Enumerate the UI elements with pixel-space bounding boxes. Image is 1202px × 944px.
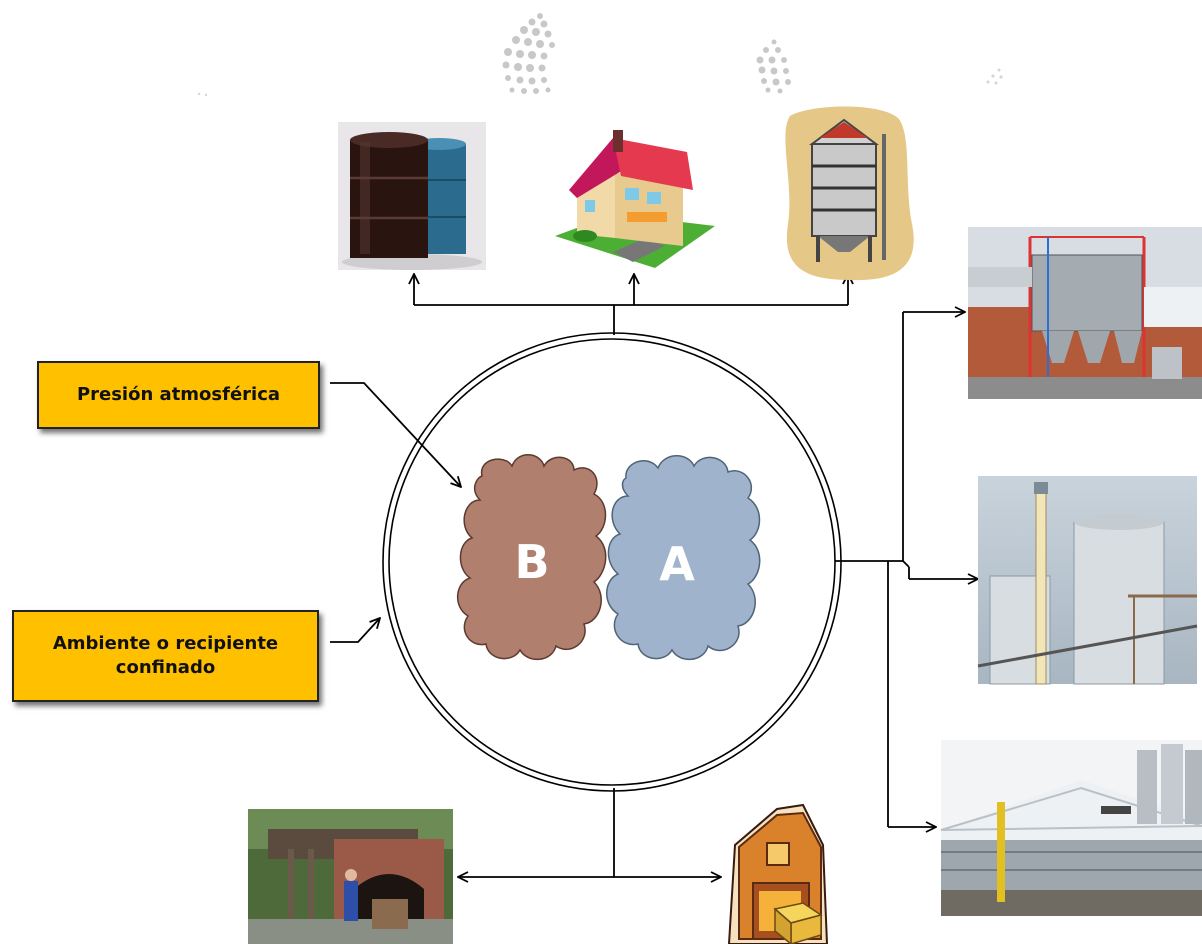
barn-icon — [727, 803, 829, 944]
silo-icon — [785, 106, 914, 281]
confined-environment-text: Ambiente o recipiente confinado — [52, 632, 279, 678]
industrial-silos-icon — [977, 476, 1198, 685]
warehouse-icon — [940, 740, 1202, 916]
cloud-a: A — [606, 455, 761, 660]
atmospheric-pressure-text: Presión atmosférica — [76, 383, 281, 405]
confined-environment-label: Ambiente o recipiente confinado — [12, 610, 319, 702]
cloud-a-letter: A — [659, 537, 695, 591]
confinement-circle — [382, 332, 842, 792]
mine-tunnel-icon — [248, 809, 453, 944]
atmospheric-pressure-label: Presión atmosférica — [37, 361, 320, 429]
cloud-b: B — [457, 454, 607, 660]
dust-collector-icon — [968, 227, 1202, 399]
cloud-b-letter: B — [514, 535, 549, 589]
decorative-dots — [197, 13, 1003, 97]
connector-lines — [330, 274, 978, 877]
drums-icon — [338, 122, 486, 270]
house-icon — [555, 130, 715, 268]
